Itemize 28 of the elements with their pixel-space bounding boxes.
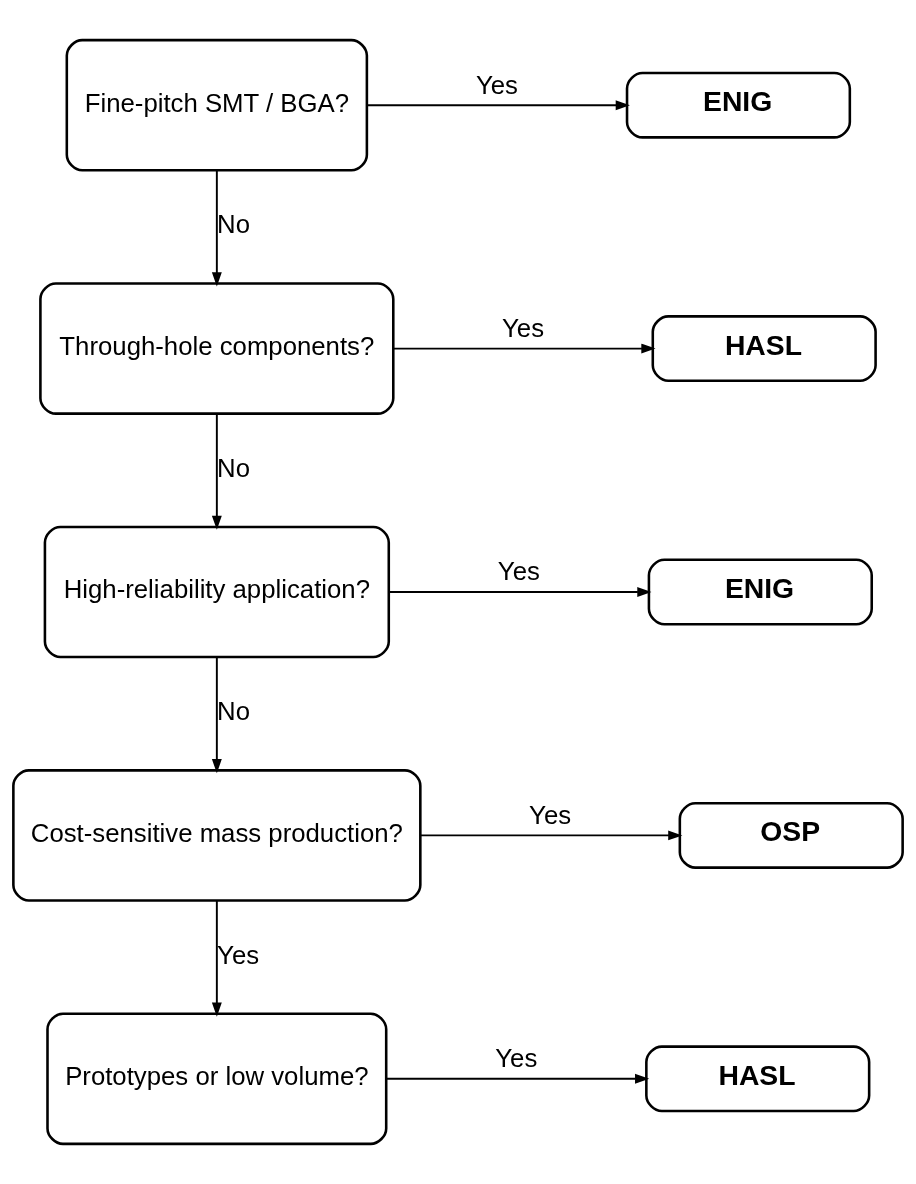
node-box: HASL bbox=[651, 315, 877, 383]
node-box: Cost-sensitive mass production? bbox=[12, 769, 422, 902]
edge-label: Yes bbox=[475, 70, 518, 99]
edge-label: Yes bbox=[502, 314, 545, 342]
edge-label: No bbox=[217, 210, 251, 239]
arrow bbox=[385, 1073, 650, 1084]
edge-label: Yes bbox=[495, 1044, 538, 1073]
arrow bbox=[211, 169, 222, 287]
arrow bbox=[211, 656, 222, 774]
edge-label: Yes bbox=[497, 557, 540, 586]
arrow bbox=[387, 587, 652, 597]
node-box: Through-hole components? bbox=[39, 282, 395, 415]
edge-label: No bbox=[217, 453, 251, 482]
node-box: ENIG bbox=[647, 558, 873, 626]
edge-label: No bbox=[217, 697, 251, 726]
edge-label: Yes bbox=[217, 940, 260, 969]
arrow bbox=[211, 412, 222, 530]
arrow bbox=[392, 343, 656, 354]
node-box: Fine-pitch SMT / BGA? bbox=[65, 38, 369, 172]
node-box: High-reliability application? bbox=[43, 525, 391, 659]
edge-label: Yes bbox=[529, 800, 572, 829]
arrow bbox=[211, 899, 222, 1017]
arrow bbox=[419, 830, 683, 841]
arrow bbox=[366, 100, 630, 111]
node-box: OSP bbox=[678, 801, 904, 869]
node-box: HASL bbox=[645, 1045, 871, 1113]
node-box: Prototypes or low volume? bbox=[46, 1012, 388, 1146]
node-box: ENIG bbox=[625, 71, 852, 139]
